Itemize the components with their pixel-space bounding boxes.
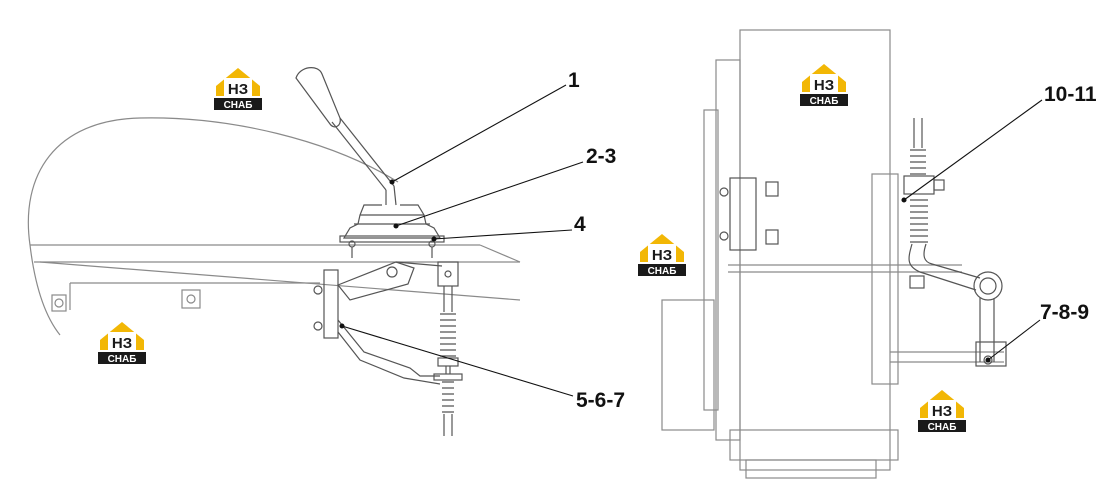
leader-line-1 xyxy=(391,84,567,183)
callout-1: 1 xyxy=(568,69,580,92)
leader-line-2 xyxy=(395,161,584,227)
watermark-logo: НЗ СНАБ xyxy=(98,322,146,365)
leader-line-6 xyxy=(987,319,1041,361)
mount-bracket xyxy=(313,261,459,385)
leader-dot-2 xyxy=(393,223,399,229)
callout-10-11: 10-11 xyxy=(1044,83,1097,106)
watermark-logo: НЗ СНАБ xyxy=(800,64,848,107)
callout-2-3: 2-3 xyxy=(586,145,617,168)
svg-text:СНАБ: СНАБ xyxy=(648,266,677,277)
callout-4: 4 xyxy=(574,213,586,236)
leader-dot-3 xyxy=(431,236,437,242)
svg-text:НЗ: НЗ xyxy=(814,77,834,94)
housing-bolts xyxy=(719,177,779,251)
svg-text:НЗ: НЗ xyxy=(228,81,248,98)
leader-line-5 xyxy=(903,99,1043,201)
svg-text:СНАБ: СНАБ xyxy=(108,354,137,365)
watermark-logo: НЗ СНАБ xyxy=(918,390,966,433)
svg-text:СНАБ: СНАБ xyxy=(810,96,839,107)
shift-cable-right xyxy=(903,118,1007,367)
leader-line-4 xyxy=(341,325,574,397)
gear-lever xyxy=(295,67,397,206)
leader-lines xyxy=(339,84,1043,397)
leader-line-3 xyxy=(433,229,573,240)
leader-dot-1 xyxy=(389,179,395,185)
leader-dot-6 xyxy=(985,357,991,363)
cab-body xyxy=(27,117,521,336)
svg-text:СНАБ: СНАБ xyxy=(224,100,253,111)
transmission-housing xyxy=(661,29,1004,479)
svg-text:НЗ: НЗ xyxy=(932,403,952,420)
gear-boot xyxy=(339,204,445,258)
svg-text:НЗ: НЗ xyxy=(112,335,132,352)
svg-text:СНАБ: СНАБ xyxy=(928,422,957,433)
leader-dot-5 xyxy=(901,197,907,203)
svg-text:НЗ: НЗ xyxy=(652,247,672,264)
callout-5-6-7: 5-6-7 xyxy=(576,389,626,412)
watermark-logo: НЗ СНАБ xyxy=(214,68,262,111)
callout-7-8-9: 7-8-9 xyxy=(1040,301,1090,324)
leader-dot-4 xyxy=(339,323,345,329)
watermark-logo: НЗ СНАБ xyxy=(638,234,686,277)
